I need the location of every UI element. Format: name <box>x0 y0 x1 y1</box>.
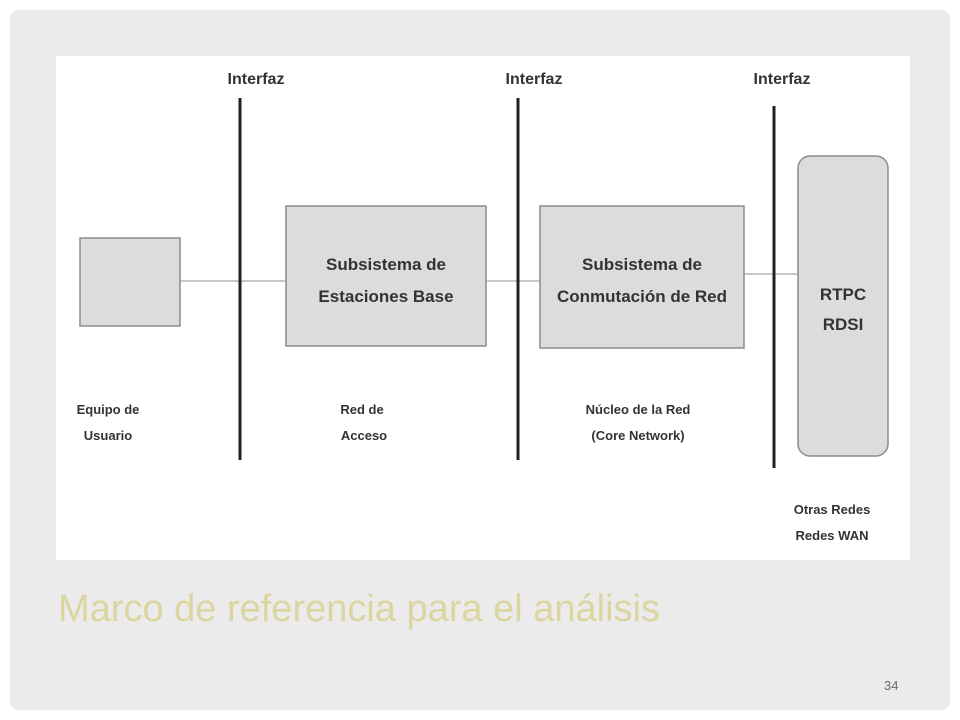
caption-access-line1: Red de <box>340 402 383 417</box>
caption-other-line2: Redes WAN <box>796 528 869 543</box>
caption-user-line1: Equipo de <box>77 402 140 417</box>
switching-subsystem-block <box>539 205 745 349</box>
pstn-label-line2: RDSI <box>823 315 864 334</box>
nss-label-line2: Conmutación de Red <box>557 287 727 306</box>
caption-access-line2: Acceso <box>341 428 387 443</box>
interface-label-3: Interfaz <box>754 71 811 88</box>
bss-label-line2: Estaciones Base <box>318 287 453 306</box>
caption-core-line1: Núcleo de la Red <box>586 402 691 417</box>
caption-other-line1: Otras Redes <box>794 502 871 517</box>
caption-user-line2: Usuario <box>84 428 132 443</box>
pstn-label-line1: RTPC <box>820 285 866 304</box>
bss-label-line1: Subsistema de <box>326 255 446 274</box>
network-reference-diagram: Interfaz Interfaz Interfaz Subsistema de… <box>56 56 910 560</box>
slide-title: Marco de referencia para el análisis <box>58 588 660 630</box>
page-number: 34 <box>884 678 899 693</box>
interface-label-1: Interfaz <box>228 71 285 88</box>
nss-label-line1: Subsistema de <box>582 255 702 274</box>
interface-label-2: Interfaz <box>506 71 563 88</box>
user-equipment-block <box>79 237 181 327</box>
base-station-subsystem-block <box>285 205 487 347</box>
diagram-canvas: Interfaz Interfaz Interfaz Subsistema de… <box>77 71 889 543</box>
pstn-isdn-block <box>797 155 889 457</box>
caption-core-line2: (Core Network) <box>591 428 684 443</box>
